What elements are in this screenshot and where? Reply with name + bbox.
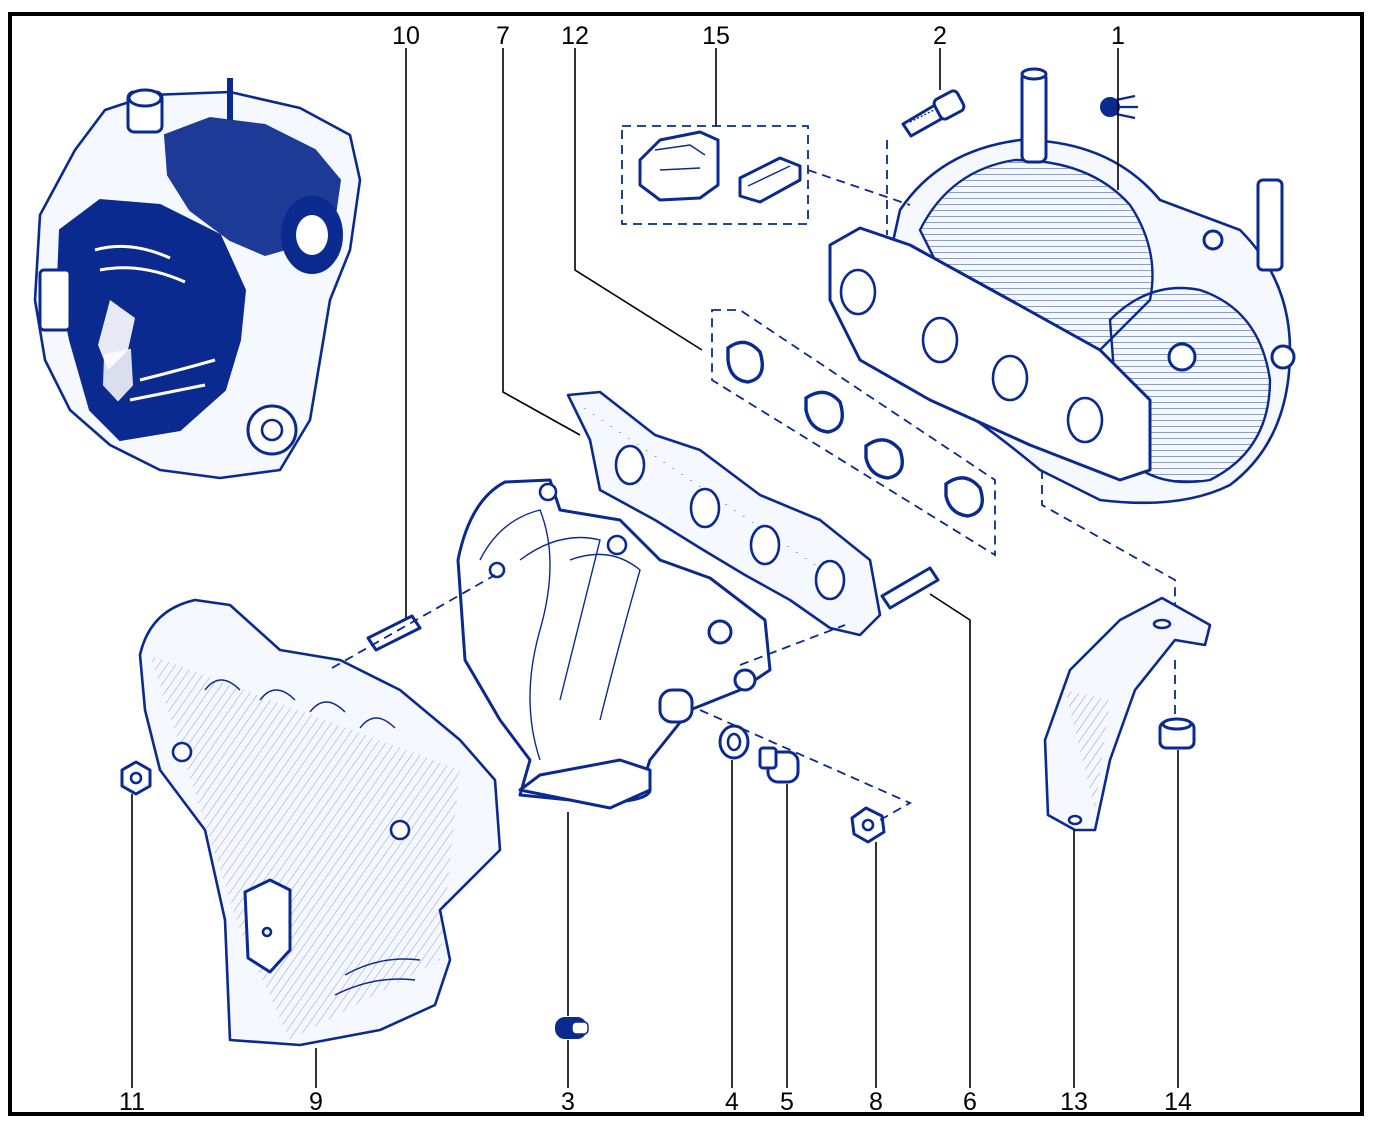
assembly-guide-lines [331, 140, 1176, 821]
intake-manifold [828, 67, 1296, 505]
washer-part-4 [718, 724, 750, 760]
bolt-part-2 [901, 89, 966, 138]
callout-9: 9 [309, 1088, 323, 1116]
callout-6: 6 [963, 1088, 977, 1116]
detail-box-connector [621, 125, 809, 225]
exhaust-manifold [456, 478, 772, 810]
callout-3: 3 [561, 1088, 575, 1116]
exhaust-manifold-gasket [566, 390, 882, 637]
callout-5: 5 [780, 1088, 794, 1116]
support-bracket [1043, 596, 1212, 832]
leader-lines [131, 48, 1179, 1088]
clip-part-3 [555, 1017, 589, 1039]
callout-14: 14 [1164, 1088, 1192, 1116]
callout-2: 2 [933, 22, 947, 50]
callout-13: 13 [1060, 1088, 1088, 1116]
stud-part-6 [880, 566, 940, 610]
callout-1: 1 [1111, 22, 1125, 50]
callout-7: 7 [496, 22, 510, 50]
callout-12: 12 [561, 22, 589, 50]
callout-11: 11 [119, 1088, 145, 1116]
callout-10: 10 [392, 22, 420, 50]
nut-part-14 [1158, 717, 1196, 750]
engine-assembly-illustration [33, 78, 362, 480]
clip-part-1 [1100, 94, 1138, 120]
callout-8: 8 [869, 1088, 883, 1116]
callout-15: 15 [702, 22, 730, 50]
callout-4: 4 [725, 1088, 739, 1116]
nut-part-8 [850, 806, 886, 844]
intake-gaskets [711, 309, 996, 557]
nut-part-11 [120, 760, 152, 796]
callout-labels: 1 2 15 12 7 10 11 9 3 4 5 8 6 13 14 [119, 22, 1192, 1116]
heat-shield [138, 598, 502, 1047]
plug-part-5 [758, 746, 800, 784]
stud-part-10 [366, 614, 422, 652]
small-fasteners [120, 89, 1196, 1039]
